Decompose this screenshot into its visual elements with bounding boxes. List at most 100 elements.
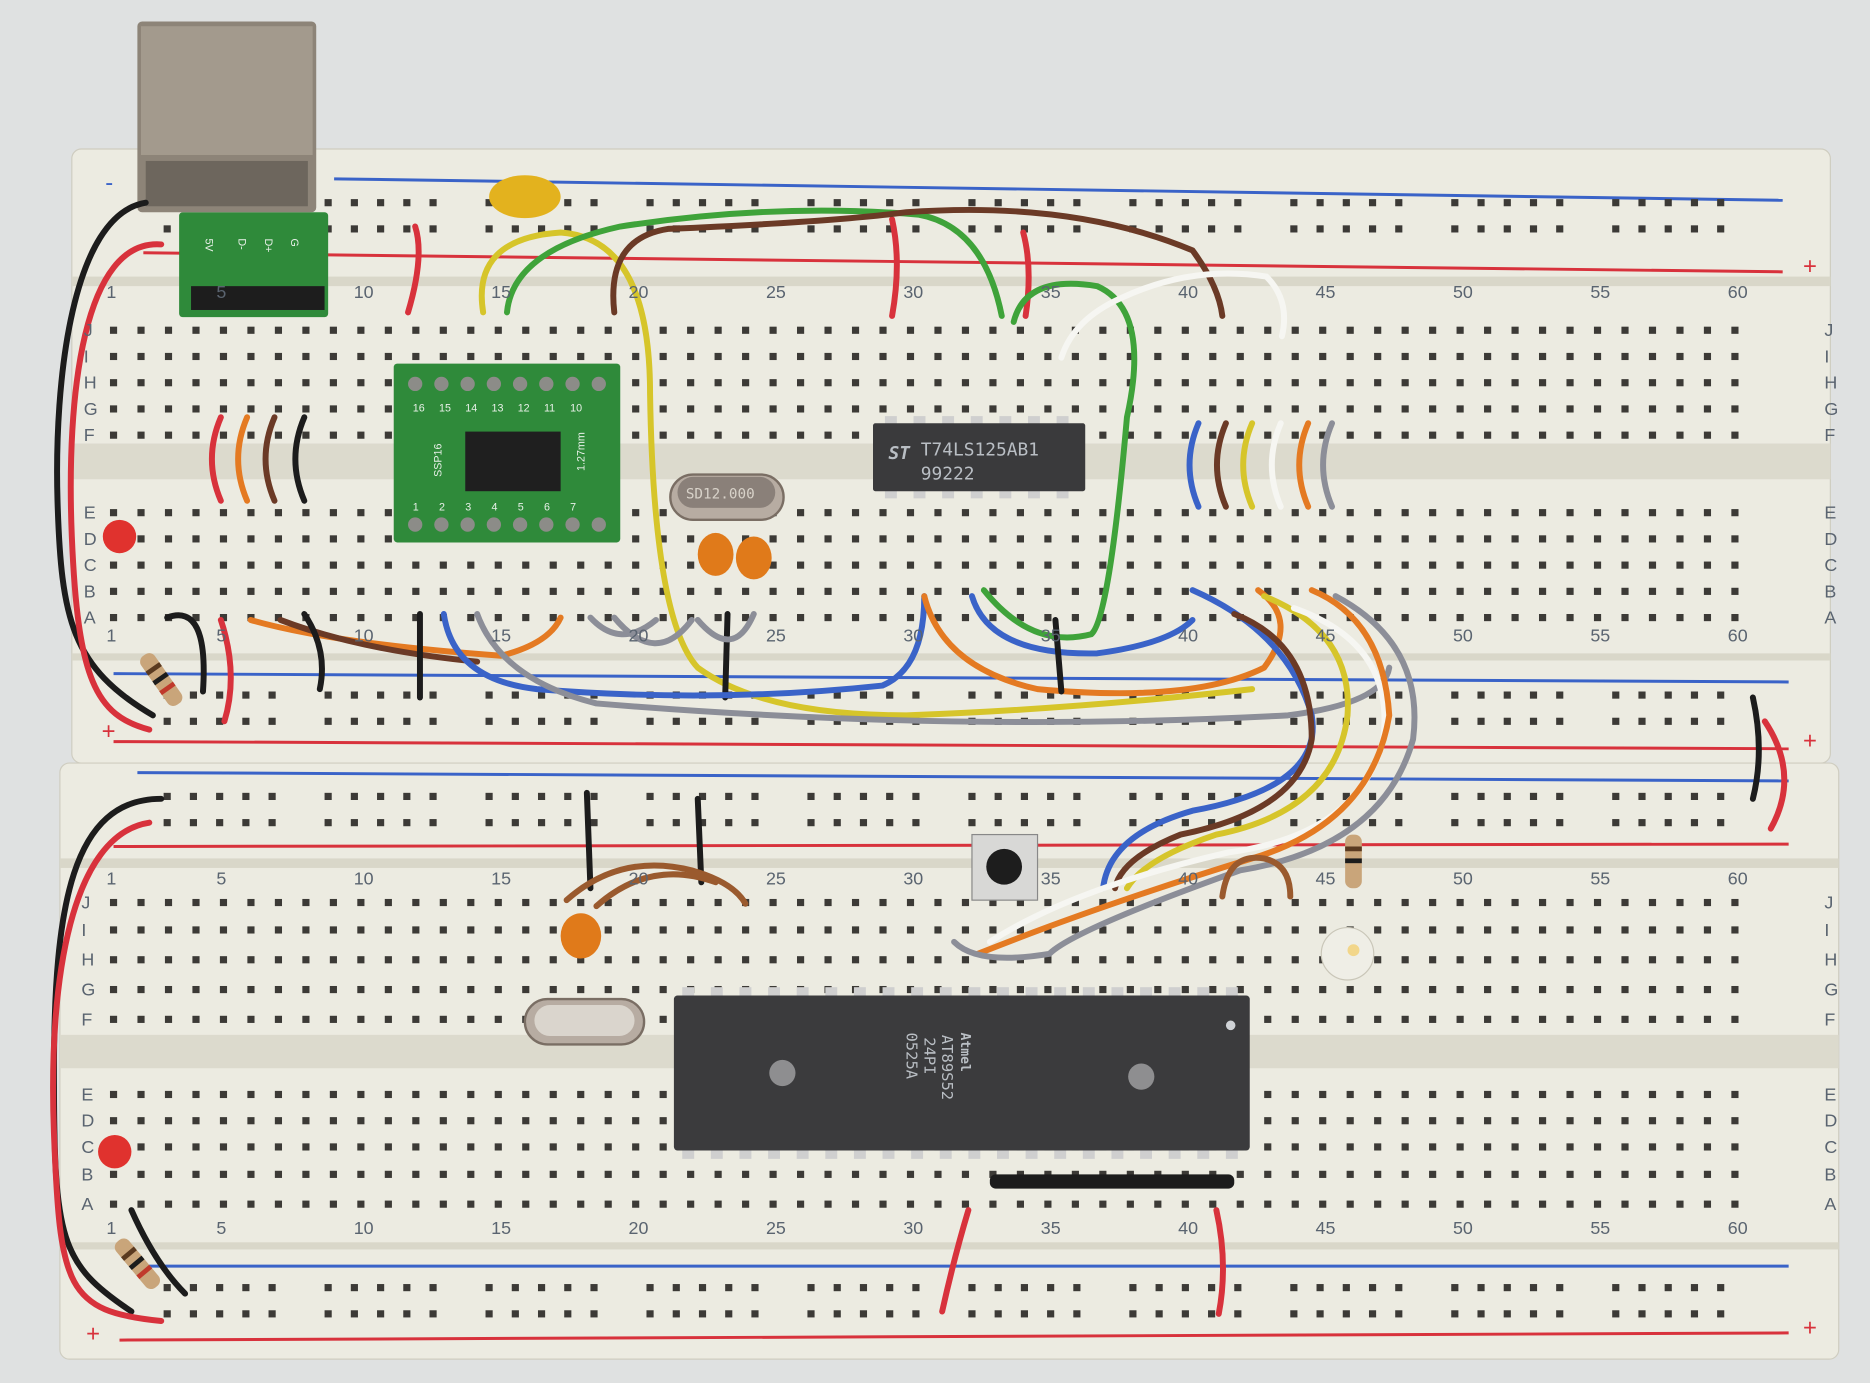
hole	[1690, 792, 1699, 800]
hole	[384, 561, 392, 569]
hole	[1099, 614, 1107, 622]
hole	[274, 1200, 283, 1208]
hole	[1291, 1143, 1299, 1151]
hole	[1044, 614, 1052, 622]
hole	[1374, 326, 1382, 334]
hole	[1484, 535, 1492, 543]
hole	[577, 956, 585, 964]
hole	[485, 691, 493, 699]
hole	[1073, 199, 1081, 207]
hole	[1209, 352, 1217, 361]
hole	[672, 717, 680, 725]
hole	[412, 326, 420, 334]
hole	[1129, 1284, 1137, 1292]
column-number: 40	[1178, 625, 1198, 645]
hole	[1071, 405, 1079, 413]
column-number: 35	[1041, 1218, 1061, 1238]
hole	[989, 561, 997, 569]
hole	[912, 199, 920, 207]
row-letter: H	[1824, 950, 1837, 970]
hole	[1538, 1117, 1547, 1125]
hole	[350, 1310, 358, 1318]
hole	[109, 431, 118, 439]
hole	[659, 405, 667, 413]
hole	[1016, 614, 1025, 622]
hole	[137, 985, 145, 994]
hole	[1456, 1117, 1464, 1125]
hole	[412, 587, 420, 595]
hole	[216, 1310, 224, 1318]
hole	[1703, 379, 1712, 387]
hole	[384, 985, 392, 994]
hole	[377, 717, 385, 725]
pad	[591, 517, 606, 532]
hole	[879, 561, 887, 569]
chip-pin	[1168, 1148, 1181, 1159]
hole	[219, 1117, 228, 1125]
hole	[1316, 199, 1324, 207]
hole	[672, 819, 680, 827]
hole	[1264, 352, 1272, 361]
row-letter: F	[81, 1009, 92, 1029]
yellow-wire	[1123, 593, 1351, 892]
hole	[403, 199, 411, 207]
hole	[137, 352, 145, 361]
hole	[577, 985, 585, 994]
pad	[512, 517, 528, 532]
black-wire	[54, 199, 156, 719]
hole	[192, 535, 200, 543]
hole	[412, 985, 420, 994]
hole	[1016, 1170, 1025, 1178]
hole	[1154, 926, 1162, 934]
hole	[1264, 956, 1272, 964]
chip-pin	[1027, 416, 1040, 426]
hole	[824, 898, 832, 907]
hole	[1538, 614, 1547, 622]
hole	[274, 431, 283, 439]
hole	[1703, 926, 1712, 934]
hole	[485, 819, 493, 827]
hole	[1181, 1310, 1189, 1318]
hole	[1664, 819, 1672, 827]
hole	[1477, 1310, 1485, 1318]
row-letter: I	[1824, 346, 1829, 366]
hole	[1621, 985, 1629, 994]
hole	[324, 691, 332, 699]
hole	[109, 1117, 118, 1125]
hole	[714, 352, 722, 361]
hole	[1621, 379, 1629, 387]
hole	[412, 1200, 420, 1208]
hole	[1319, 898, 1327, 907]
hole	[968, 1284, 976, 1292]
hole	[274, 535, 283, 543]
hole	[961, 535, 970, 543]
hole	[137, 1170, 145, 1178]
hole	[961, 326, 970, 334]
blue-wire	[968, 593, 1196, 657]
hole	[824, 326, 832, 334]
hole	[384, 326, 392, 334]
pad	[565, 517, 580, 532]
hole	[192, 956, 200, 964]
hole	[833, 1310, 841, 1318]
hole	[1374, 561, 1382, 569]
hole	[1264, 509, 1272, 517]
red-jumper	[1213, 1207, 1226, 1317]
hole	[357, 587, 365, 595]
ceramic-capacitor	[560, 913, 602, 959]
hole	[485, 199, 493, 207]
hole	[659, 956, 667, 964]
hole	[994, 199, 1002, 207]
hole	[1556, 199, 1564, 207]
hole	[268, 792, 276, 800]
push-button[interactable]	[971, 833, 1039, 901]
hole	[1401, 1015, 1409, 1023]
chip-pin	[911, 987, 924, 998]
chip-pin	[999, 416, 1012, 426]
column-number: 15	[491, 282, 511, 302]
hole	[851, 1170, 860, 1178]
hole	[886, 792, 894, 800]
hole	[1209, 985, 1217, 994]
chip-pin	[1025, 1148, 1038, 1159]
hole	[577, 326, 585, 334]
